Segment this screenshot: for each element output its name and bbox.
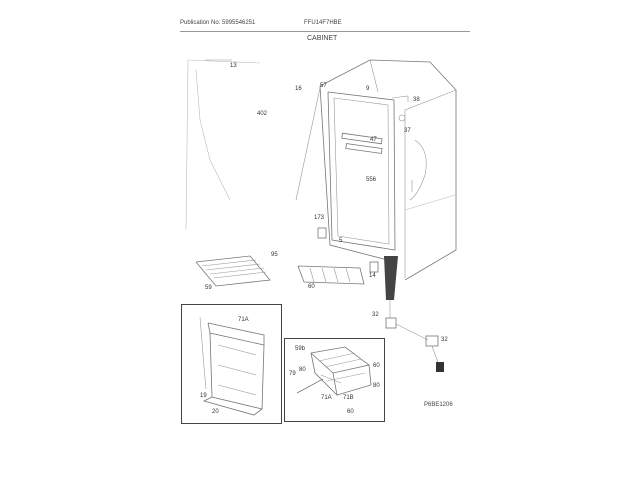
- label-20: 20: [212, 409, 219, 415]
- model-number: FFU14F7HBE: [304, 20, 342, 26]
- cabinet-body: [295, 59, 457, 281]
- label-16: 16: [295, 86, 302, 92]
- label-37: 37: [404, 128, 411, 134]
- label-71a-inset: 71A: [238, 317, 249, 323]
- label-19: 19: [200, 393, 207, 399]
- label-60-right: 60: [373, 363, 380, 369]
- label-80-left: 80: [299, 367, 306, 373]
- label-80-right: 80: [373, 383, 380, 389]
- label-71b: 71B: [343, 395, 354, 401]
- door-bin-drawing: 71A 19 20: [199, 316, 265, 416]
- inset-door-bin: 71A 19 20: [181, 304, 282, 424]
- label-13: 13: [230, 63, 237, 69]
- label-60-bottom: 60: [347, 409, 354, 415]
- label-556: 556: [366, 177, 377, 183]
- header-divider: [180, 31, 470, 32]
- label-402: 402: [257, 111, 268, 117]
- bottom-grille: [297, 265, 365, 285]
- hinge-assembly: [317, 227, 444, 372]
- label-32b: 32: [441, 337, 448, 343]
- label-60: 60: [308, 284, 315, 290]
- label-71a-basket: 71A: [321, 395, 332, 401]
- inset-basket: 59b 79 80 60 71A 71B 80 60: [284, 338, 385, 422]
- label-79: 79: [289, 371, 296, 377]
- publication-number: Publication No: 5995546251: [180, 20, 256, 26]
- label-173: 173: [314, 215, 325, 221]
- label-5: 5: [339, 238, 343, 244]
- label-14: 14: [369, 273, 376, 279]
- label-95: 95: [271, 252, 278, 258]
- label-32a: 32: [372, 312, 379, 318]
- label-59b: 59b: [295, 346, 306, 352]
- drawing-code: P6BE1206: [424, 402, 453, 408]
- basket-drawing: 59b 79 80 60 71A 71B 80 60: [289, 346, 380, 415]
- door-panel: [185, 59, 261, 231]
- label-47: 47: [370, 137, 377, 143]
- label-59: 59: [205, 285, 212, 291]
- label-57: 57: [320, 83, 327, 89]
- label-38: 38: [413, 97, 420, 103]
- label-9: 9: [366, 86, 370, 92]
- section-title: CABINET: [307, 35, 338, 42]
- wire-shelf: [195, 255, 271, 287]
